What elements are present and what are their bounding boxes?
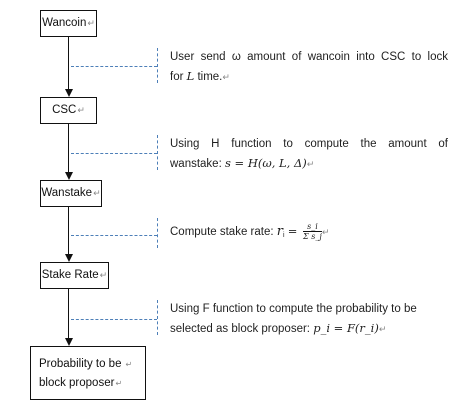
arrow-shaft-3 — [68, 207, 69, 254]
arrowhead-4 — [64, 338, 73, 346]
return-mark: ↵ — [378, 324, 387, 334]
note-wanstake-line1: Using H function to compute the amount o… — [170, 138, 448, 150]
note-bracket-2 — [157, 135, 158, 170]
note-stake-rate: Compute stake rate: ri = s_i Σ s_j ↵ — [170, 222, 330, 242]
arrow-shaft-2 — [68, 124, 69, 172]
wancoin-box: Wancoin↵ — [40, 10, 97, 37]
note-probability-line1: Using F function to compute the probabil… — [170, 303, 417, 315]
stake-rate-lhs-sub: i — [282, 232, 285, 239]
probability-formula: p_i = F(r_i) — [313, 321, 379, 335]
return-mark: ↵ — [125, 360, 133, 369]
note-lock-line1: User send ω amount of wancoin into CSC t… — [170, 51, 448, 63]
stake-rate-fraction: s_i Σ s_j — [303, 222, 322, 241]
arrowhead-3 — [64, 254, 73, 262]
note-lock-time-var: L — [186, 69, 195, 83]
arrowhead-1 — [64, 89, 73, 97]
wanstake-formula: s = H(ω, L, Δ) — [224, 156, 307, 170]
note-connector-4 — [71, 319, 157, 320]
note-wanstake: Using H function to compute the amount o… — [170, 135, 448, 174]
note-lock-line2-prefix: for — [170, 71, 187, 83]
note-lock: User send ω amount of wancoin into CSC t… — [170, 48, 448, 87]
note-bracket-3 — [157, 218, 158, 248]
note-probability: Using F function to compute the probabil… — [170, 300, 448, 339]
note-bracket-4 — [157, 300, 158, 335]
return-mark: ↵ — [115, 379, 123, 388]
note-connector-3 — [71, 235, 157, 236]
wanstake-label: Wanstake — [41, 186, 93, 199]
note-bracket-1 — [157, 48, 158, 83]
arrow-shaft-4 — [68, 289, 69, 338]
wanstake-box: Wanstake↵ — [40, 180, 102, 207]
csc-label: CSC — [52, 103, 77, 116]
note-connector-1 — [71, 66, 157, 67]
probability-label-line1: Probability to be — [39, 358, 122, 370]
stake-rate-lhs: r — [276, 224, 283, 239]
return-mark: ↵ — [321, 227, 330, 237]
arrow-shaft-1 — [68, 37, 69, 89]
probability-box: Probability to be↵ block proposer↵ — [30, 346, 146, 400]
return-mark: ↵ — [99, 270, 108, 280]
probability-label-line2: block proposer — [39, 377, 115, 389]
note-wanstake-line2-prefix: wanstake: — [170, 158, 225, 170]
note-probability-line2-prefix: selected as block proposer: — [170, 323, 314, 335]
csc-box: CSC↵ — [40, 97, 97, 124]
note-stake-rate-prefix: Compute stake rate: — [170, 226, 277, 238]
stake-rate-numerator: s_i — [303, 222, 322, 233]
stake-rate-denominator: Σ s_j — [303, 232, 322, 242]
return-mark: ↵ — [93, 188, 101, 198]
arrowhead-2 — [64, 172, 73, 180]
return-mark: ↵ — [77, 105, 85, 115]
return-mark: ↵ — [306, 159, 315, 169]
stake-rate-label: Stake Rate — [41, 268, 99, 281]
return-mark: ↵ — [222, 72, 230, 82]
stake-rate-box: Stake Rate↵ — [40, 262, 109, 289]
note-connector-2 — [71, 153, 157, 154]
return-mark: ↵ — [87, 18, 95, 28]
wancoin-label: Wancoin — [42, 16, 87, 29]
note-lock-line2-suffix: time. — [194, 71, 223, 83]
